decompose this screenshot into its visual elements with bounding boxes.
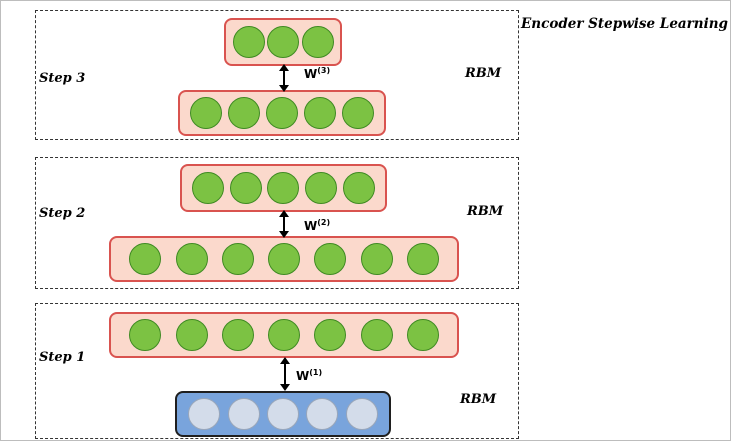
step-1-top-layer-unit <box>406 319 439 351</box>
step-1-label: Step 1 <box>39 350 86 365</box>
step-2-weight-label: W(2) <box>304 218 330 233</box>
step-3-bottom-layer-unit <box>342 97 374 129</box>
step-3-weight-label: W(3) <box>304 66 330 81</box>
step-2-top-layer-unit <box>229 172 262 204</box>
step-2-bottom-layer-unit <box>221 243 254 275</box>
step-1-weight-arrow <box>280 357 290 391</box>
step-1-weight-base: W <box>296 369 310 383</box>
step-1-visible-layer <box>175 391 391 437</box>
step-1-box <box>35 303 519 439</box>
step-2-top-layer-unit <box>305 172 338 204</box>
step-3-label: Step 3 <box>39 71 86 86</box>
step-3-top-layer-unit <box>267 26 299 58</box>
step-2-bottom-layer-unit <box>175 243 208 275</box>
step-1-weight-label: W(1) <box>296 368 322 383</box>
step-1-top-layer-unit <box>360 319 393 351</box>
step-1-visible-layer-unit <box>227 398 260 430</box>
step-2-top-layer-unit <box>343 172 376 204</box>
step-1-visible-layer-unit <box>188 398 221 430</box>
step-1-top-layer-unit <box>314 319 347 351</box>
step-2-bottom-layer <box>109 236 459 282</box>
step-3-top-layer-unit <box>232 26 265 58</box>
step-3-bottom-layer <box>178 90 386 136</box>
step-1-visible-layer-unit <box>306 398 339 430</box>
step-3-top-layer-unit <box>301 26 334 58</box>
step-2-bottom-layer-unit <box>360 243 393 275</box>
step-2-bottom-layer-unit <box>314 243 347 275</box>
step-2-bottom-layer-unit <box>129 243 162 275</box>
diagram-title: Encoder Stepwise Learning <box>521 16 728 32</box>
step-2-weight-arrow <box>279 210 289 238</box>
step-1-visible-layer-unit <box>266 398 299 430</box>
step-3-top-layer <box>224 18 342 66</box>
step-2-label: Step 2 <box>39 206 86 221</box>
step-1-visible-layer-unit <box>345 398 378 430</box>
step-3-weight-sup: (3) <box>317 66 331 75</box>
step-3-bottom-layer-unit <box>190 97 222 129</box>
step-2-top-layer-unit <box>267 172 300 204</box>
step-2-top-layer-unit <box>191 172 224 204</box>
step-3-bottom-layer-unit <box>266 97 298 129</box>
step-3-weight-base: W <box>304 67 318 81</box>
step-3-bottom-layer-unit <box>304 97 336 129</box>
step-3-rbm-label: RBM <box>465 66 502 81</box>
step-1-top-layer-unit <box>268 319 300 351</box>
step-2-top-layer <box>180 164 387 212</box>
step-3-weight-arrow <box>279 64 289 92</box>
step-1-rbm-label: RBM <box>460 392 497 407</box>
step-2-rbm-label: RBM <box>467 204 504 219</box>
step-3-box <box>35 10 519 140</box>
step-2-weight-sup: (2) <box>317 218 331 227</box>
step-1-weight-sup: (1) <box>309 368 323 377</box>
step-2-weight-base: W <box>304 219 318 233</box>
step-3-bottom-layer-unit <box>228 97 260 129</box>
step-2-bottom-layer-unit <box>268 243 300 275</box>
step-1-top-layer <box>109 312 459 358</box>
step-1-top-layer-unit <box>175 319 208 351</box>
step-1-top-layer-unit <box>129 319 162 351</box>
step-1-top-layer-unit <box>221 319 254 351</box>
step-2-box <box>35 157 519 289</box>
step-2-bottom-layer-unit <box>406 243 439 275</box>
